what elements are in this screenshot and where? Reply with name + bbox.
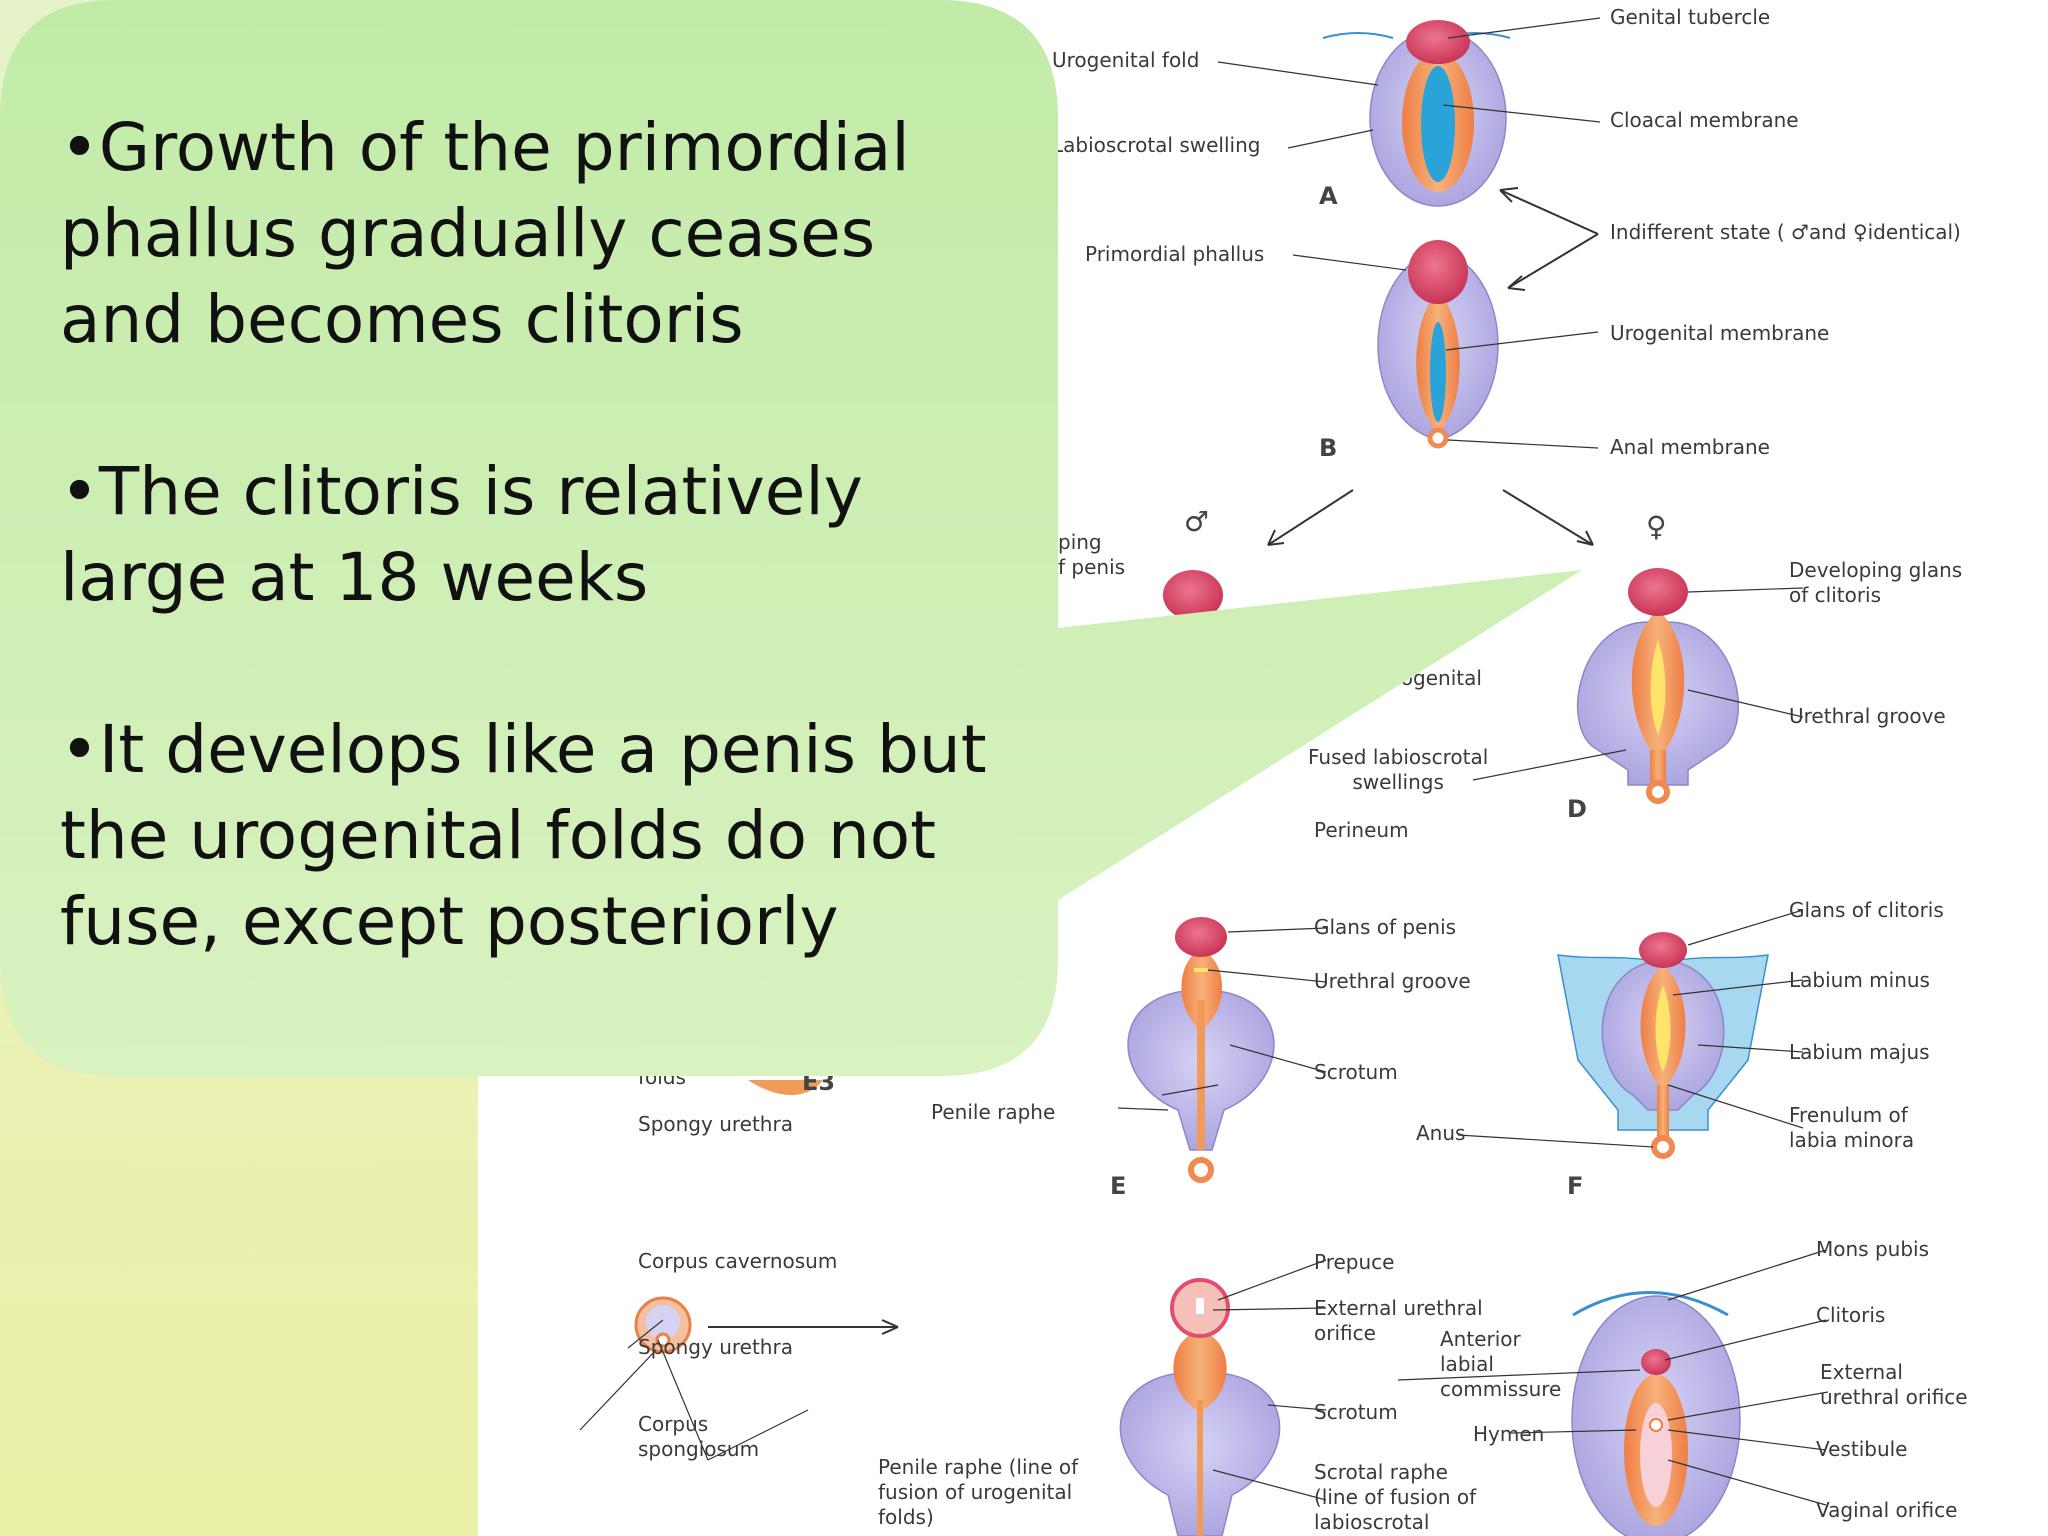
label-spongy-urethra-g: Spongy urethra	[638, 1335, 793, 1359]
panel-a-drawing	[1322, 20, 1511, 207]
label-genital-tubercle: Genital tubercle	[1610, 5, 1771, 29]
label-corpus-cavernosum: Corpus cavernosum	[638, 1249, 838, 1273]
label-external-urethral-orifice-m: External urethral orifice	[1314, 1296, 1483, 1345]
panel-d-drawing	[1577, 568, 1739, 804]
label-labium-minus: Labium minus	[1789, 968, 1930, 992]
label-developing-glans-clitoris: Developing glans of clitoris	[1789, 558, 1963, 607]
label-spongy-urethra-e: Spongy urethra	[638, 1112, 793, 1136]
panel-letter-e: E	[1110, 1172, 1127, 1200]
panel-h-drawing	[1571, 1291, 1741, 1536]
bullet-1: •Growth of the primordial phallus gradua…	[60, 109, 910, 358]
label-indifferent-state: Indifferent state ( ♂and ♀identical)	[1610, 220, 1961, 244]
panel-letter-b: B	[1319, 434, 1338, 462]
label-hymen: Hymen	[1473, 1422, 1545, 1446]
indifferent-arrows	[1267, 187, 1599, 546]
label-urethral-groove-d: Urethral groove	[1789, 704, 1946, 728]
label-prepuce: Prepuce	[1314, 1250, 1395, 1274]
label-scrotum-g: Scrotum	[1314, 1400, 1398, 1424]
label-scrotum-e: Scrotum	[1314, 1060, 1398, 1084]
speech-bubble	[0, 0, 1582, 1076]
label-urogenital-membrane: Urogenital membrane	[1610, 321, 1830, 345]
label-anal-membrane: Anal membrane	[1610, 435, 1770, 459]
label-developing-penis-2: f penis	[1058, 555, 1126, 579]
bubble-text: •Growth of the primordial phallus gradua…	[60, 105, 1010, 965]
bullet-2: •The clitoris is relatively large at 18 …	[60, 453, 863, 616]
label-penile-raphe-line: Penile raphe (line of fusion of urogenit…	[878, 1455, 1079, 1529]
panel-f-drawing	[1557, 932, 1769, 1159]
label-clitoris: Clitoris	[1816, 1303, 1886, 1327]
label-glans-of-penis: Glans of penis	[1314, 915, 1457, 939]
label-anterior-labial: Anterior labial commissure	[1440, 1327, 1562, 1401]
label-scrotal-raphe: Scrotal raphe (line of fusion of labiosc…	[1314, 1460, 1477, 1534]
label-cloacal-membrane: Cloacal membrane	[1610, 108, 1799, 132]
panel-g-drawing	[634, 1278, 1281, 1536]
label-corpus-spongiosum: Corpus spongiosum	[638, 1412, 760, 1461]
label-penile-raphe: Penile raphe	[931, 1100, 1056, 1124]
label-external-urethral-orifice-f: External urethral orifice	[1820, 1360, 1968, 1409]
panel-c-partial-drawing	[1163, 570, 1223, 620]
label-mons-pubis: Mons pubis	[1816, 1237, 1929, 1261]
label-glans-of-clitoris: Glans of clitoris	[1789, 898, 1944, 922]
label-developing-penis-1: ping	[1058, 530, 1102, 554]
panel-letter-a: A	[1319, 182, 1338, 210]
label-vestibule: Vestibule	[1816, 1437, 1908, 1461]
bullet-3: •It develops like a penis but the urogen…	[60, 711, 987, 960]
label-frenulum: Frenulum of labia minora	[1789, 1103, 1915, 1152]
label-vaginal-orifice: Vaginal orifice	[1816, 1498, 1958, 1522]
label-fused-labioscrotal: Fused labioscrotal swellings	[1308, 745, 1489, 794]
label-primordial-phallus: Primordial phallus	[1085, 242, 1265, 266]
label-labioscrotal-swelling: Labioscrotal swelling	[1052, 133, 1261, 157]
label-anus: Anus	[1416, 1121, 1466, 1145]
label-labium-majus: Labium majus	[1789, 1040, 1930, 1064]
label-urethral-groove-e: Urethral groove	[1314, 969, 1471, 993]
label-perineum: Perineum	[1314, 818, 1409, 842]
panel-b-drawing	[1377, 240, 1499, 449]
male-symbol: ♂	[1184, 505, 1210, 538]
label-urogenital-fold: Urogenital fold	[1052, 48, 1200, 72]
panel-letter-f: F	[1567, 1172, 1584, 1200]
female-symbol: ♀	[1646, 510, 1667, 543]
panel-letter-d: D	[1567, 795, 1587, 823]
figure-drawings	[579, 17, 1829, 1536]
